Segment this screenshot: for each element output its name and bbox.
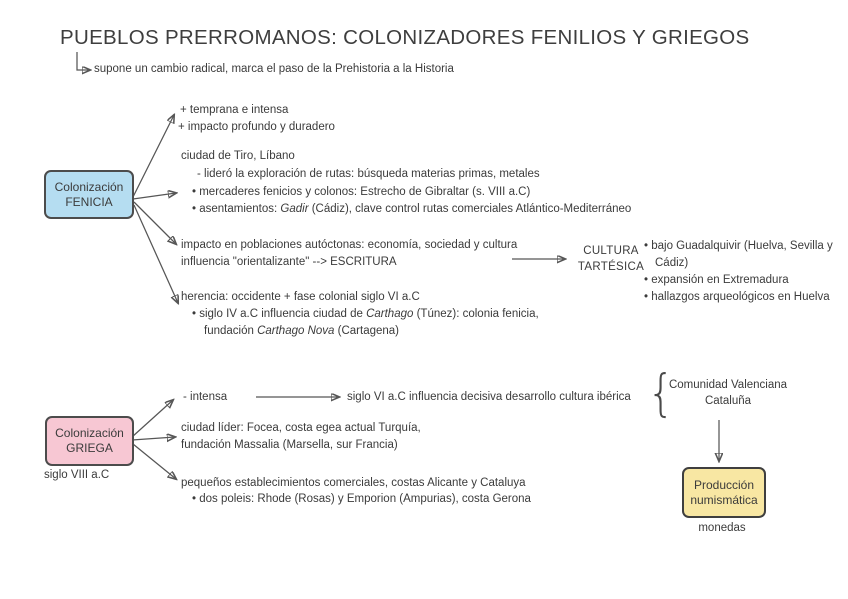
numismatica-node-label-1: Producción (693, 477, 755, 492)
tartesica-bullet-1: • bajo Guadalquivir (Huelva, Sevilla y C… (644, 240, 833, 269)
griega-node-label-2: GRIEGA (66, 441, 113, 455)
fenicia-arrow-traits (132, 115, 174, 198)
herencia-bullet-cont: fundación Carthago Nova (Cartagena) (204, 325, 399, 337)
griega-node-box: Colonización GRIEGA (45, 416, 134, 466)
impacto-line-1: impacto en poblaciones autóctonas: econo… (181, 239, 518, 251)
numismatica-node-box: Producción numismática (682, 467, 766, 518)
regions-line-1: Comunidad Valenciana (668, 379, 788, 391)
tiro-dash-item: - lideró la exploración de rutas: búsque… (197, 168, 540, 180)
griega-caption: siglo VIII a.C (44, 469, 110, 481)
tartesica-bullet-2: • expansión en Extremadura (644, 274, 789, 286)
fenicia-node-label-2: FENICIA (65, 194, 113, 209)
tiro-header: ciudad de Tiro, Líbano (181, 150, 295, 162)
herencia-line-1: herencia: occidente + fase colonial sigl… (181, 291, 420, 303)
establecimientos-bullet: • dos poleis: Rhode (Rosas) y Emporion (… (192, 493, 531, 505)
griega-arrow-focea (131, 437, 175, 440)
fenicia-arrow-herencia (133, 204, 178, 303)
impacto-line-2: influencia "orientalizante" --> ESCRITUR… (181, 256, 397, 268)
numismatica-node-label-2: numismática (690, 492, 758, 507)
subtitle: supone un cambio radical, marca el paso … (94, 63, 454, 75)
focea-line-2: fundación Massalia (Marsella, sur Franci… (181, 439, 398, 451)
tiro-bullet-2: • asentamientos: Gadir (Cádiz), clave co… (192, 203, 632, 215)
griega-arrow-intensa (131, 400, 173, 438)
fenicia-trait-2: + impacto profundo y duradero (178, 121, 335, 133)
herencia-bullet: • siglo IV a.C influencia ciudad de Cart… (192, 308, 539, 320)
fenicia-node-box: Colonización FENICIA (44, 170, 134, 219)
regions-line-2: Cataluña (704, 395, 752, 407)
tartesica-bullet-3: • hallazgos arqueológicos en Huelva (644, 291, 830, 303)
page-title: PUEBLOS PRERROMANOS: COLONIZADORES FENIL… (60, 26, 750, 49)
fenicia-arrow-impacto (133, 201, 176, 244)
cultura-tartesica-line-1: CULTURA (583, 245, 639, 257)
tartesica-bullet-list: • bajo Guadalquivir (Huelva, Sevilla y C… (644, 238, 836, 306)
establecimientos-line-1: pequeños establecimientos comerciales, c… (181, 477, 526, 489)
regions-brace: { (647, 364, 675, 422)
fenicia-arrow-tiro (132, 193, 176, 200)
tiro-bullet-1: • mercaderes fenicios y colonos: Estrech… (192, 186, 531, 198)
fenicia-node-label-1: Colonización (54, 179, 124, 194)
focea-line-1: ciudad líder: Focea, costa egea actual T… (181, 422, 421, 434)
griega-intensa: - intensa (183, 391, 228, 403)
cultura-tartesica-line-2: TARTÉSICA (577, 261, 645, 273)
fenicia-trait-1: + temprana e intensa (180, 104, 289, 116)
cultura-tartesica-label: CULTURA TARTÉSICA (570, 243, 652, 275)
subtitle-elbow-arrow (76, 52, 90, 70)
numismatica-caption: monedas (698, 522, 746, 534)
regions-block: Comunidad Valenciana Cataluña (662, 377, 794, 409)
griega-node-label-1: Colonización (55, 426, 124, 440)
griega-intensa-target: siglo VI a.C influencia decisiva desarro… (347, 391, 631, 403)
griega-arrow-establecimientos (132, 443, 176, 479)
